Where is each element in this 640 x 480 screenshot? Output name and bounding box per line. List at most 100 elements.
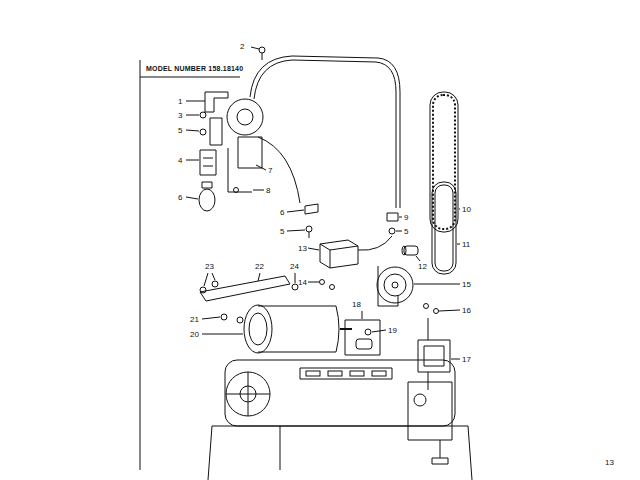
callout-number: 6	[280, 208, 284, 217]
toothed-belt	[430, 92, 458, 232]
wire-clip	[305, 204, 398, 238]
lamp-switch	[237, 109, 253, 125]
pedal-bracket	[428, 372, 429, 390]
motor-pulley	[384, 274, 406, 296]
sewing-machine-body	[372, 371, 386, 376]
callout-number: 13	[298, 244, 307, 253]
callout-number: 22	[255, 262, 264, 271]
callout-number: 6	[178, 193, 182, 202]
motor	[340, 328, 352, 330]
lamp-switch	[228, 148, 252, 192]
leader-line	[459, 209, 460, 210]
motor-bracket	[200, 276, 290, 301]
leader-line	[212, 273, 215, 280]
pedal-bracket	[428, 318, 429, 340]
screw-part-2	[262, 53, 263, 60]
toothed-belt	[433, 95, 455, 229]
callout-number: 14	[298, 278, 307, 287]
lamp-bracket	[205, 92, 228, 112]
leader-line	[287, 230, 305, 231]
wire-harness	[358, 236, 392, 250]
motor-pulley	[424, 304, 429, 309]
controller-box	[330, 285, 335, 290]
leader-line	[202, 317, 220, 319]
callout-number: 20	[190, 330, 199, 339]
page-number: 13	[605, 458, 614, 467]
leader-line	[439, 310, 460, 311]
controller-box	[320, 244, 358, 250]
motor	[244, 305, 272, 353]
bushing-part	[402, 246, 406, 255]
lamp-bracket	[210, 118, 222, 145]
brush-holder	[345, 320, 380, 355]
brush-holder	[365, 329, 371, 335]
callout-number: 19	[388, 326, 397, 335]
leader-line	[186, 197, 198, 199]
brush-holder	[356, 339, 372, 349]
lamp-switch	[234, 188, 239, 193]
callout-number: 23	[205, 262, 214, 271]
pedal-bracket	[418, 340, 450, 372]
leader-line	[186, 115, 199, 116]
sewing-machine-body	[300, 368, 392, 379]
wire-clip	[387, 213, 398, 221]
drive-belt	[435, 185, 453, 271]
leader-line	[295, 273, 296, 283]
leader-line	[253, 190, 264, 191]
controller-box	[320, 240, 358, 268]
leader-line	[308, 248, 319, 250]
callout-number: 5	[280, 227, 284, 236]
lamp-bracket	[200, 112, 206, 118]
leader-line	[186, 160, 199, 161]
wire-harness	[250, 56, 400, 250]
lamp-switch	[227, 99, 263, 193]
sewing-machine-body	[328, 371, 342, 376]
motor-pulley	[378, 266, 398, 306]
callout-number: 15	[462, 280, 471, 289]
leader-line	[457, 244, 460, 245]
motor-bracket	[212, 281, 218, 287]
callout-number: 4	[178, 156, 182, 165]
callout-number: 24	[290, 262, 299, 271]
lamp-socket	[200, 150, 216, 175]
callout-number: 5	[404, 227, 408, 236]
sewing-machine-body	[440, 440, 441, 458]
motor	[221, 305, 352, 353]
sewing-machine-body	[208, 426, 472, 480]
lamp-socket	[200, 150, 216, 175]
callout-number: 16	[462, 306, 471, 315]
lamp-bracket	[200, 129, 206, 135]
callout-number: 21	[190, 315, 199, 324]
wire-clip	[309, 232, 310, 238]
callout-number: 17	[462, 355, 471, 364]
controller-box	[320, 240, 359, 290]
motor	[249, 313, 267, 345]
drive-belt	[432, 182, 456, 274]
brush-holder	[345, 320, 380, 355]
sewing-machine-body	[350, 371, 364, 376]
lamp-socket	[203, 158, 213, 159]
light-bulb	[199, 189, 215, 211]
sewing-machine-body	[226, 394, 270, 395]
leader-line	[204, 273, 208, 286]
wire-harness	[254, 60, 396, 208]
leader-line	[414, 284, 460, 285]
motor-pulley	[392, 282, 398, 288]
lamp-switch	[227, 99, 263, 135]
frame-line	[140, 77, 240, 78]
motor-bracket	[200, 287, 206, 293]
lamp-switch	[238, 137, 262, 168]
leader-line	[186, 130, 199, 131]
motor	[237, 317, 243, 323]
controller-box	[320, 280, 325, 285]
sewing-machine-body	[226, 372, 270, 416]
leader-line	[202, 334, 243, 335]
sewing-machine-body	[225, 360, 455, 426]
leader-line	[251, 47, 259, 49]
motor-pulley	[377, 266, 439, 314]
lamp-bracket	[200, 92, 228, 145]
callout-number: 1	[178, 97, 182, 106]
pedal-bracket	[418, 318, 450, 390]
callout-number: 2	[240, 42, 244, 51]
